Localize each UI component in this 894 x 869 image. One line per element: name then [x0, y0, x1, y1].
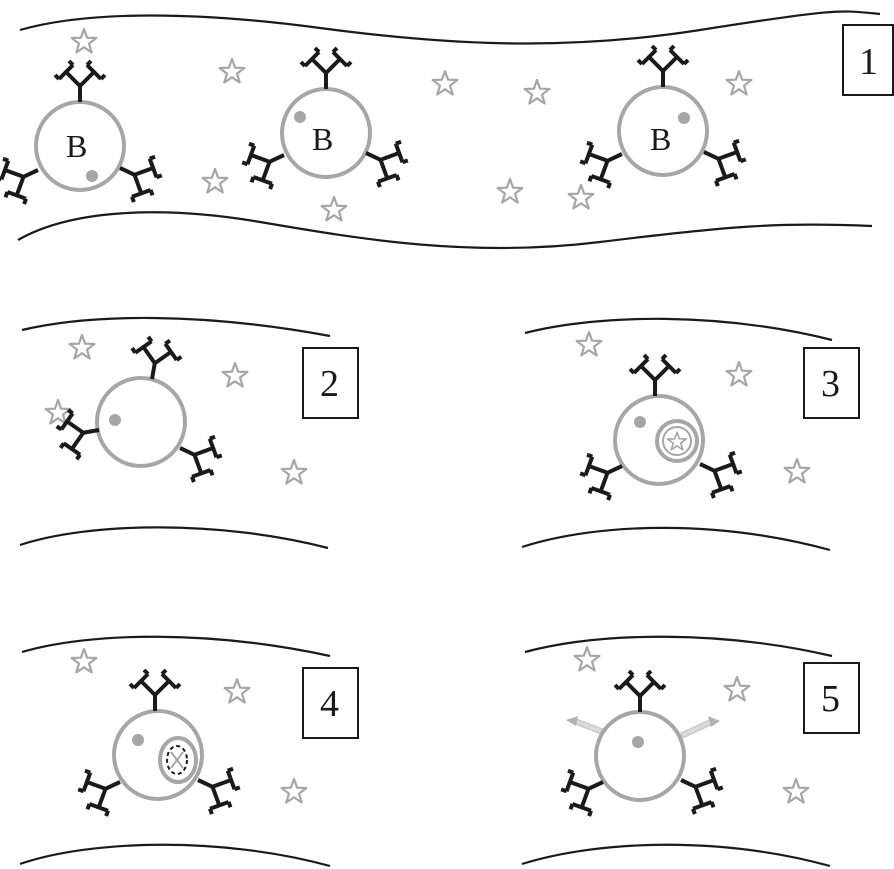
panel-number-label: 1 — [859, 41, 878, 83]
antibody-icon — [299, 46, 353, 91]
vessel-bottom-line — [19, 526, 329, 550]
panel-number-label: 4 — [320, 683, 339, 725]
panel-3: 3 — [521, 317, 860, 552]
antigen-star-icon — [280, 777, 308, 804]
panel-1: B B B 1 — [0, 10, 894, 250]
antigen-star-icon — [567, 183, 595, 210]
antigen-star-icon — [573, 645, 601, 672]
antigen-star-icon — [320, 195, 348, 222]
vesicle-icon — [158, 736, 198, 784]
antigen-star-icon — [201, 167, 229, 194]
antigen-star-icon — [70, 27, 98, 54]
panel-number-box — [302, 667, 359, 739]
antigen-star-icon — [70, 647, 98, 674]
b-cell-icon: B — [572, 44, 754, 196]
vessel-top-line — [19, 10, 881, 45]
antibody-icon — [628, 353, 682, 398]
antigen-star-icon — [431, 69, 459, 96]
antibody-icon — [613, 669, 667, 714]
antigen-star-icon — [783, 457, 811, 484]
svg-text:B: B — [650, 121, 671, 157]
b-cell-icon — [572, 353, 750, 508]
antigen-star-icon — [725, 69, 753, 96]
vesicle-icon — [655, 419, 699, 463]
panel-number-box — [302, 347, 359, 419]
vessel-bottom-line — [521, 843, 831, 868]
panel-5: 5 — [521, 635, 860, 868]
panel-2: 2 — [19, 316, 359, 550]
panel-number-box — [842, 24, 894, 96]
antigen-star-icon — [725, 360, 753, 387]
vessel-top-line — [524, 635, 833, 658]
vessel-top-line — [524, 317, 833, 342]
svg-text:B: B — [312, 121, 333, 157]
panel-number-label: 3 — [821, 363, 840, 405]
panel-number-box — [803, 662, 860, 734]
vessel-bottom-line — [17, 211, 873, 250]
vessel-bottom-line — [19, 843, 331, 868]
vessel-top-line — [21, 635, 331, 658]
vessel-top-line — [21, 316, 331, 338]
antigen-star-icon — [575, 330, 603, 357]
b-cell-icon — [553, 669, 731, 824]
antigen-star-icon — [68, 333, 96, 360]
antigen-star-icon — [782, 777, 810, 804]
panel-number-label: 5 — [821, 678, 840, 720]
panel-number-box — [803, 347, 860, 419]
antigen-star-icon — [523, 78, 551, 105]
antigen-star-icon — [223, 677, 251, 704]
panel-4: 4 — [19, 635, 359, 868]
b-cell-icon: B — [0, 59, 170, 212]
antigen-star-icon — [218, 57, 246, 84]
b-cell-icon: B — [234, 46, 416, 197]
svg-text:B: B — [66, 128, 87, 164]
b-cell-icon — [70, 668, 248, 824]
vessel-bottom-line — [521, 526, 831, 552]
antigen-star-icon — [280, 458, 308, 485]
antibody-icon — [128, 668, 182, 713]
antigen-star-icon — [496, 177, 524, 204]
antigen-star-icon — [221, 361, 249, 388]
antibody-icon — [125, 332, 186, 386]
antigen-star-icon — [723, 675, 751, 702]
panel-number-label: 2 — [320, 363, 339, 405]
antibody-icon — [53, 59, 107, 104]
b-cell-icon — [52, 332, 230, 490]
antibody-icon — [636, 44, 690, 89]
